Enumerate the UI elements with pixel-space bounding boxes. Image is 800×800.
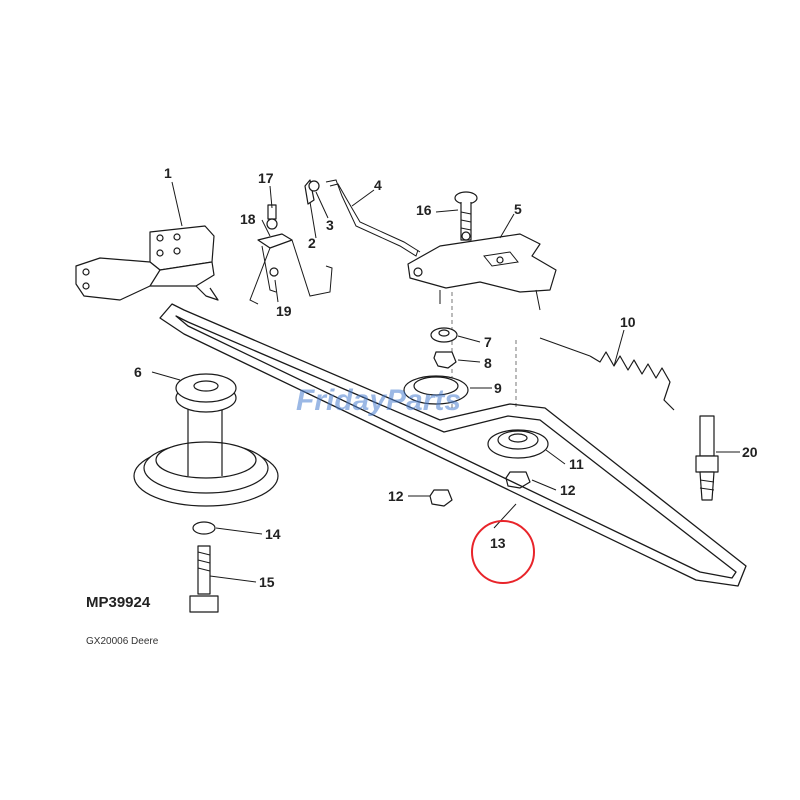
drive-pulley-part <box>133 373 279 507</box>
callout-6: 6 <box>134 364 142 380</box>
v-belt-part <box>159 303 747 587</box>
callout-10: 10 <box>620 314 636 330</box>
callout-4: 4 <box>374 177 382 193</box>
callout-14: 14 <box>265 526 281 542</box>
callout-20: 20 <box>742 444 758 460</box>
bracket-part <box>75 225 219 301</box>
stud-part <box>695 415 719 501</box>
callout-9: 9 <box>494 380 502 396</box>
callout-15: 15 <box>259 574 275 590</box>
callout-12-right: 12 <box>560 482 576 498</box>
control-rod-part <box>304 179 421 257</box>
callout-5: 5 <box>514 201 522 217</box>
diagram-caption: GX20006 Deere <box>86 636 159 647</box>
idler-plate-part <box>407 191 557 410</box>
highlight-circle <box>471 520 535 584</box>
callout-18: 18 <box>240 211 256 227</box>
watermark: FridayParts <box>296 384 461 417</box>
callout-13: 13 <box>490 535 506 551</box>
callout-7: 7 <box>484 334 492 350</box>
callout-16: 16 <box>416 202 432 218</box>
spring-part <box>539 337 675 411</box>
model-code: MP39924 <box>86 594 151 611</box>
callout-11: 11 <box>569 456 584 472</box>
rod-bracket-part <box>249 204 333 305</box>
pulley-bolt-part <box>189 521 219 613</box>
callout-1: 1 <box>164 165 172 181</box>
leader-lines <box>151 181 740 583</box>
callout-2: 2 <box>308 235 316 251</box>
callout-12-left: 12 <box>388 488 404 504</box>
idler-pulleys <box>403 327 549 507</box>
callout-3: 3 <box>326 217 334 233</box>
callout-19: 19 <box>276 303 292 319</box>
callout-8: 8 <box>484 355 492 371</box>
callout-17: 17 <box>258 170 274 186</box>
